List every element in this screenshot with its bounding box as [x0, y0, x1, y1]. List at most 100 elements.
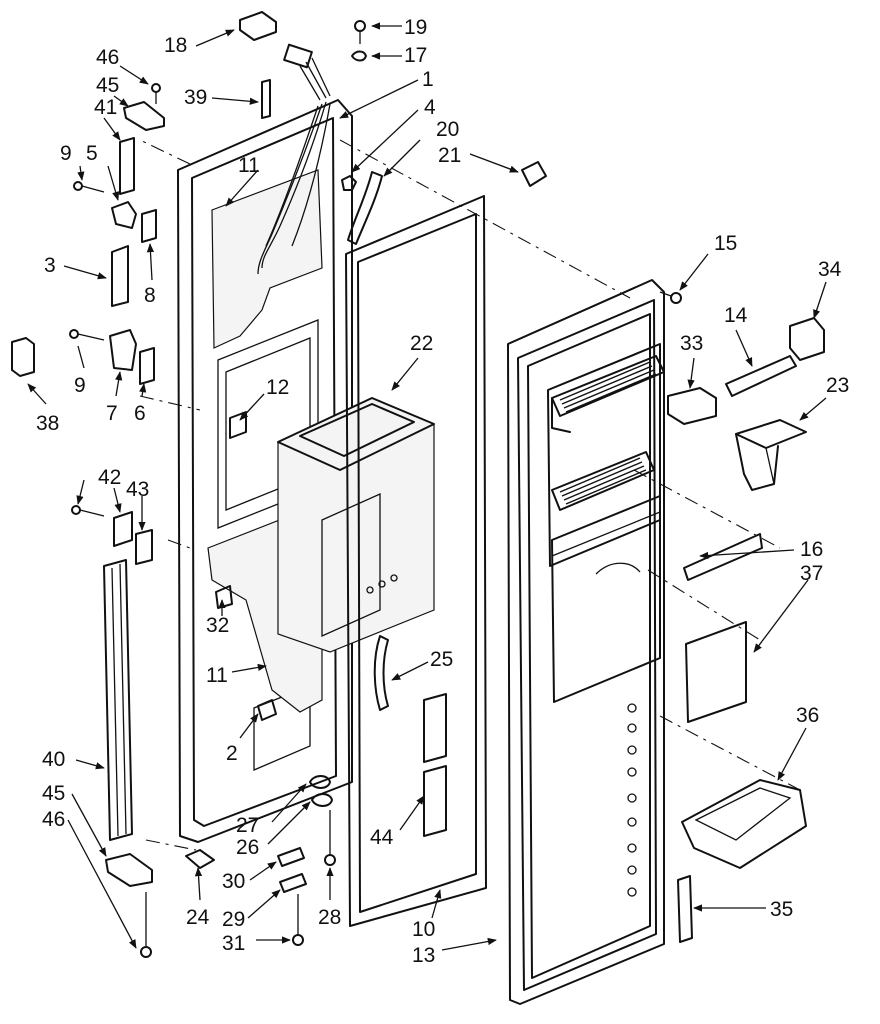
- callout-7: 7: [106, 402, 118, 425]
- callout-10: 10: [412, 918, 435, 941]
- part-32: [215, 585, 233, 609]
- screw-28: [324, 810, 336, 866]
- callout-29: 29: [222, 908, 245, 931]
- chute-23: [735, 419, 807, 491]
- screw-15: [659, 291, 682, 304]
- alignment-lines: [139, 139, 801, 851]
- screw-46-bottom: [140, 892, 152, 958]
- rail-16: [683, 533, 763, 581]
- upper-shelf-grill: [551, 355, 665, 433]
- callout-31: 31: [222, 932, 245, 955]
- lower-shelf-grill: [551, 451, 655, 511]
- bracket-35: [677, 875, 693, 943]
- rail-40: [103, 559, 133, 841]
- screw-9-top: [73, 181, 105, 193]
- callout-labels: 18 19 17 46 45 39 1 41 4 20 21 9 5 11 8 …: [36, 16, 849, 967]
- callout-13: 13: [412, 944, 435, 967]
- callout-46: 46: [96, 46, 119, 69]
- dispenser-housing: [277, 397, 435, 653]
- callout-24: 24: [186, 906, 210, 929]
- callout-45: 45: [96, 74, 119, 97]
- callout-45b: 45: [42, 782, 65, 805]
- callout-20: 20: [436, 118, 459, 141]
- callout-23: 23: [826, 374, 849, 397]
- callout-44: 44: [370, 826, 394, 849]
- screw-9-low: [71, 505, 105, 517]
- bottom-hinge: [105, 853, 153, 887]
- plate-29: [279, 873, 307, 893]
- insulation-blocks: [423, 693, 447, 837]
- callout-6: 6: [134, 402, 146, 425]
- plate-30: [277, 847, 305, 867]
- connector-21: [521, 161, 547, 187]
- plate-8: [141, 209, 157, 243]
- cap-38: [11, 337, 35, 377]
- callout-2: 2: [226, 742, 238, 765]
- callout-26: 26: [236, 836, 259, 859]
- wire-harness: [257, 43, 331, 275]
- callout-1: 1: [422, 68, 434, 91]
- tube-25: [373, 635, 389, 711]
- callout-5: 5: [86, 142, 98, 165]
- washer-27: [309, 775, 331, 789]
- screw-19: [354, 20, 366, 44]
- bracket-42: [113, 511, 133, 547]
- hinge-5: [111, 201, 137, 229]
- insulation-upper: [211, 169, 323, 349]
- clip-17: [351, 50, 367, 62]
- callout-14: 14: [724, 304, 748, 327]
- callout-25: 25: [430, 648, 453, 671]
- callout-30: 30: [222, 870, 245, 893]
- leader-lines: [27, 22, 827, 951]
- spacer-3: [111, 245, 129, 307]
- rod-39: [261, 79, 271, 119]
- screw-31: [292, 894, 304, 946]
- callout-34: 34: [818, 258, 842, 281]
- door-gasket: [345, 195, 487, 927]
- callout-17: 17: [404, 44, 427, 67]
- callout-33: 33: [680, 332, 703, 355]
- connector-18: [239, 11, 277, 41]
- callout-11a: 11: [238, 154, 260, 177]
- switch-34: [789, 317, 825, 361]
- callout-46b: 46: [42, 808, 65, 831]
- outer-door: [507, 279, 665, 1005]
- tube-20: [347, 171, 383, 245]
- callout-42: 42: [98, 466, 121, 489]
- callout-38: 38: [36, 412, 59, 435]
- callout-39: 39: [184, 86, 207, 109]
- callout-4: 4: [424, 96, 436, 119]
- bracket-41: [119, 137, 135, 195]
- callout-15: 15: [714, 232, 737, 255]
- callout-35: 35: [770, 898, 793, 921]
- callout-22: 22: [410, 332, 433, 355]
- callout-11b: 11: [206, 664, 228, 687]
- callout-36: 36: [796, 704, 819, 727]
- plate-6: [139, 347, 155, 385]
- callout-16: 16: [800, 538, 823, 561]
- callout-28: 28: [318, 906, 341, 929]
- bracket-43: [135, 529, 153, 565]
- lamp-33: [667, 387, 717, 425]
- callout-19: 19: [404, 16, 427, 39]
- washer-26: [311, 793, 333, 807]
- callout-27: 27: [236, 814, 259, 837]
- top-hinge: [123, 83, 165, 131]
- callout-18: 18: [164, 34, 187, 57]
- callout-8: 8: [144, 284, 156, 307]
- panel-37: [685, 621, 747, 723]
- callout-9b: 9: [74, 374, 86, 397]
- screw-9-mid: [69, 329, 105, 341]
- callout-21: 21: [438, 144, 461, 167]
- slot-dots: [627, 703, 637, 897]
- callout-40: 40: [42, 748, 65, 771]
- callout-12: 12: [266, 376, 289, 399]
- tray-36: [681, 779, 807, 869]
- nut-4: [341, 175, 357, 191]
- callout-32: 32: [206, 614, 229, 637]
- clip-2: [257, 699, 277, 721]
- callout-9a: 9: [60, 142, 72, 165]
- callout-37: 37: [800, 562, 823, 585]
- callout-41: 41: [94, 96, 117, 119]
